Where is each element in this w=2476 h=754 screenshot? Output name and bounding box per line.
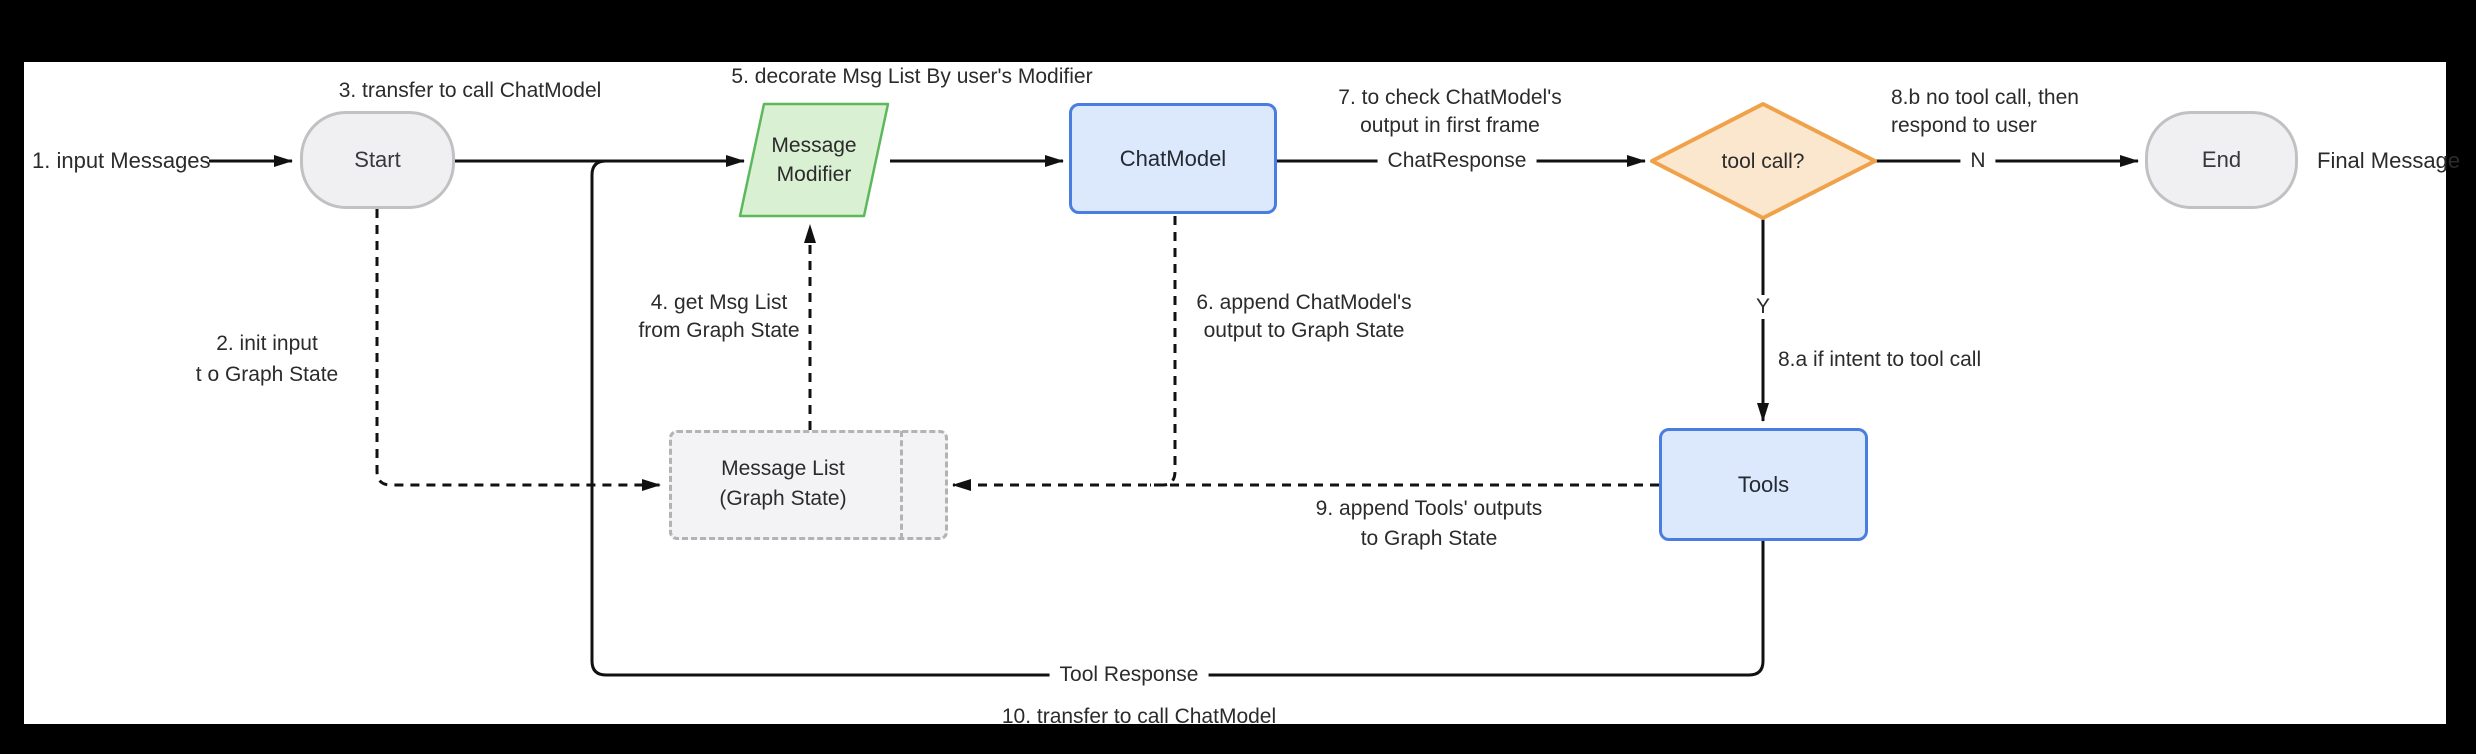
step3-annotation: 3. transfer to call ChatModel bbox=[338, 79, 602, 102]
step4-annotation: 4. get Msg List from Graph State bbox=[638, 291, 800, 342]
step2-annotation: 2. init input t o Graph State bbox=[195, 332, 339, 386]
input-messages-label: 1. input Messages bbox=[32, 148, 211, 173]
final-message-label: Final Message bbox=[2317, 148, 2461, 173]
message-modifier-shape bbox=[738, 102, 890, 218]
tool-call-label: tool call? bbox=[1721, 150, 1805, 173]
end-label: End bbox=[2201, 147, 2242, 172]
edge-tools-loop-to-modifier bbox=[590, 159, 1765, 677]
chatresponse-edge-label: ChatResponse bbox=[1377, 149, 1537, 173]
connector-layer bbox=[209, 102, 2139, 677]
flowchart-canvas: Start Message Modifier ChatModel tool ca… bbox=[24, 62, 2460, 728]
message-list-label: Message List (Graph State) bbox=[719, 457, 847, 510]
y-branch-label: Y bbox=[1745, 295, 1781, 319]
tool-call-decision-shape bbox=[1650, 102, 1877, 220]
tool-response-edge-label: Tool Response bbox=[1049, 663, 1209, 687]
message-list-node bbox=[669, 430, 948, 540]
chatmodel-node: ChatModel bbox=[1069, 103, 1277, 214]
end-node: End bbox=[2145, 111, 2298, 209]
chatmodel-label: ChatModel bbox=[1119, 145, 1227, 171]
step6-annotation: 6. append ChatModel's output to Graph St… bbox=[1196, 291, 1412, 342]
step8b-annotation: 8.b no tool call, then respond to user bbox=[1891, 86, 2079, 137]
edge-start-to-messagelist bbox=[375, 209, 661, 491]
tools-node: Tools bbox=[1659, 428, 1868, 541]
step7-annotation: 7. to check ChatModel's output in first … bbox=[1338, 86, 1562, 137]
n-branch-label: N bbox=[1960, 149, 1996, 173]
step9-annotation: 9. append Tools' outputs to Graph State bbox=[1315, 497, 1543, 550]
tools-label: Tools bbox=[1737, 471, 1790, 497]
edge-chatmodel-to-graphstate bbox=[1150, 216, 1177, 487]
step5-annotation: 5. decorate Msg List By user's Modifier bbox=[731, 65, 1093, 88]
step8a-annotation: 8.a if intent to tool call bbox=[1778, 348, 1982, 371]
start-node: Start bbox=[300, 111, 455, 209]
message-list-divider bbox=[900, 431, 903, 539]
message-modifier-label: Message Modifier bbox=[771, 134, 857, 186]
step10-annotation: 10. transfer to call ChatModel bbox=[1001, 705, 1277, 728]
start-label: Start bbox=[354, 147, 401, 172]
